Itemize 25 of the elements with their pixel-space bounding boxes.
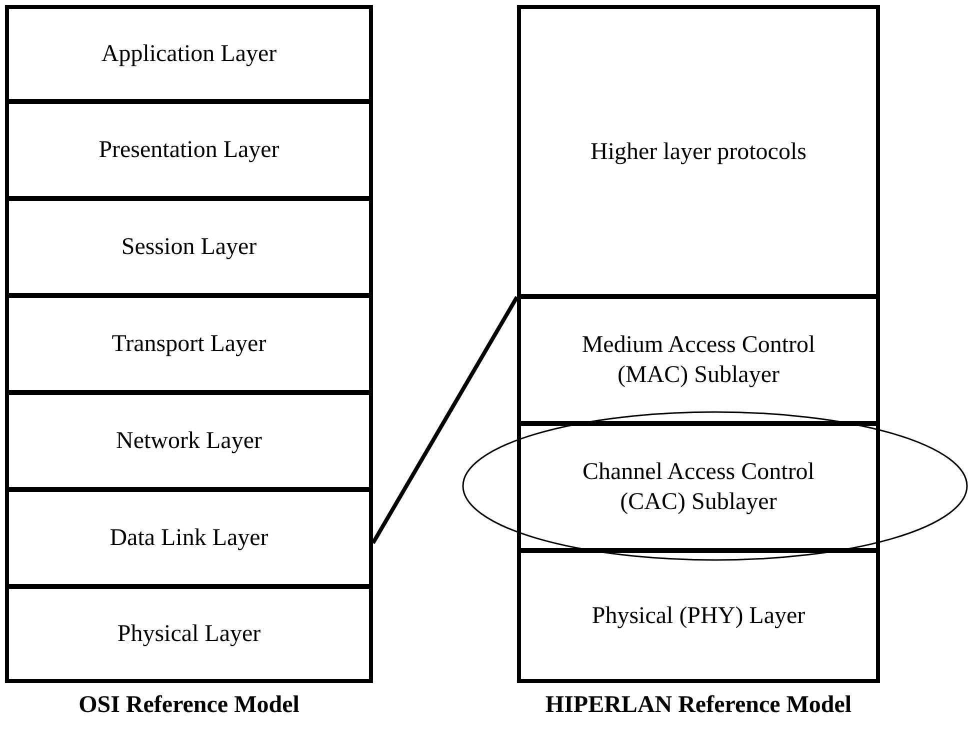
layer-box — [5, 197, 373, 297]
connector-line — [371, 296, 519, 544]
stack-caption: HIPERLAN Reference Model — [544, 691, 853, 720]
layer-label: Physical (PHY) Layer — [592, 602, 806, 631]
layer-label: Data Link Layer — [110, 524, 268, 553]
layer-box — [5, 585, 373, 683]
layer-label: Presentation Layer — [98, 136, 280, 165]
layer-box — [517, 5, 880, 298]
layer-box — [5, 294, 373, 394]
layer-label: Channel Access Control (CAC) Sublayer — [582, 458, 816, 517]
layer-label: Higher layer protocols — [590, 138, 806, 166]
layer-label: Application Layer — [101, 40, 277, 69]
stack-caption: OSI Reference Model — [78, 691, 300, 720]
layer-box — [5, 100, 373, 200]
layer-label: Session Layer — [121, 233, 257, 262]
layer-label: Physical Layer — [117, 620, 261, 649]
layer-box — [5, 5, 373, 103]
layer-label: Transport Layer — [112, 330, 266, 359]
layer-label: Network Layer — [116, 427, 262, 456]
layer-box — [517, 549, 880, 683]
layer-box — [517, 295, 880, 425]
layer-box — [5, 391, 373, 491]
layer-label: Medium Access Control (MAC) Sublayer — [580, 331, 816, 390]
layer-box — [5, 488, 373, 588]
layer-box — [517, 422, 880, 552]
